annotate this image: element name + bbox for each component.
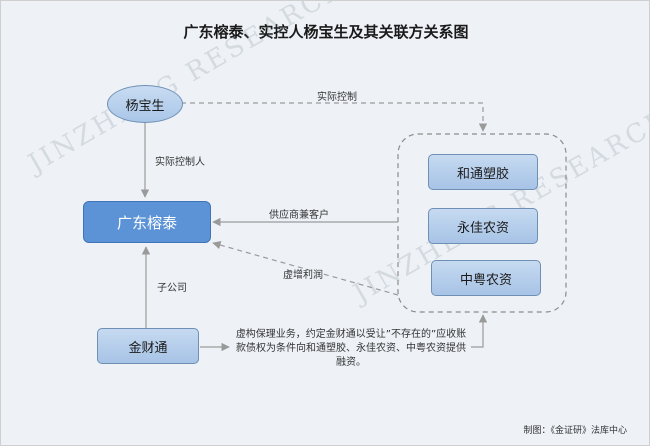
edge-factoring-right	[471, 314, 488, 348]
label-supplier-customer: 供应商兼客户	[269, 210, 329, 221]
label-factoring-description: 虚构保理业务，约定金财通以受让”不存在的”应收账款债权为条件向和通塑胶、永佳农资…	[235, 329, 467, 368]
node-zhongyue-agri: 中粤农资	[431, 260, 541, 296]
footer-credit: 制图：《金证研》法库中心	[523, 426, 627, 436]
diagram-title: 广东榕泰、实控人杨宝生及其关联方关系图	[183, 23, 469, 41]
edge-actual-control	[181, 102, 488, 132]
node-yongjia-agri: 永佳农资	[428, 208, 538, 244]
node-jincaitong: 金财通	[97, 328, 199, 364]
node-hetong-plastic: 和通塑胶	[428, 154, 538, 190]
label-actual-controller: 实际控制人	[155, 157, 205, 168]
label-subsidiary: 子公司	[157, 283, 187, 294]
node-yang-baosheng: 杨宝生	[107, 85, 183, 123]
label-actual-control: 实际控制	[317, 92, 357, 103]
related-parties-group	[397, 133, 567, 313]
label-fake-profit: 虚增利润	[283, 270, 323, 281]
node-guangdong-rongtai: 广东榕泰	[83, 201, 211, 243]
